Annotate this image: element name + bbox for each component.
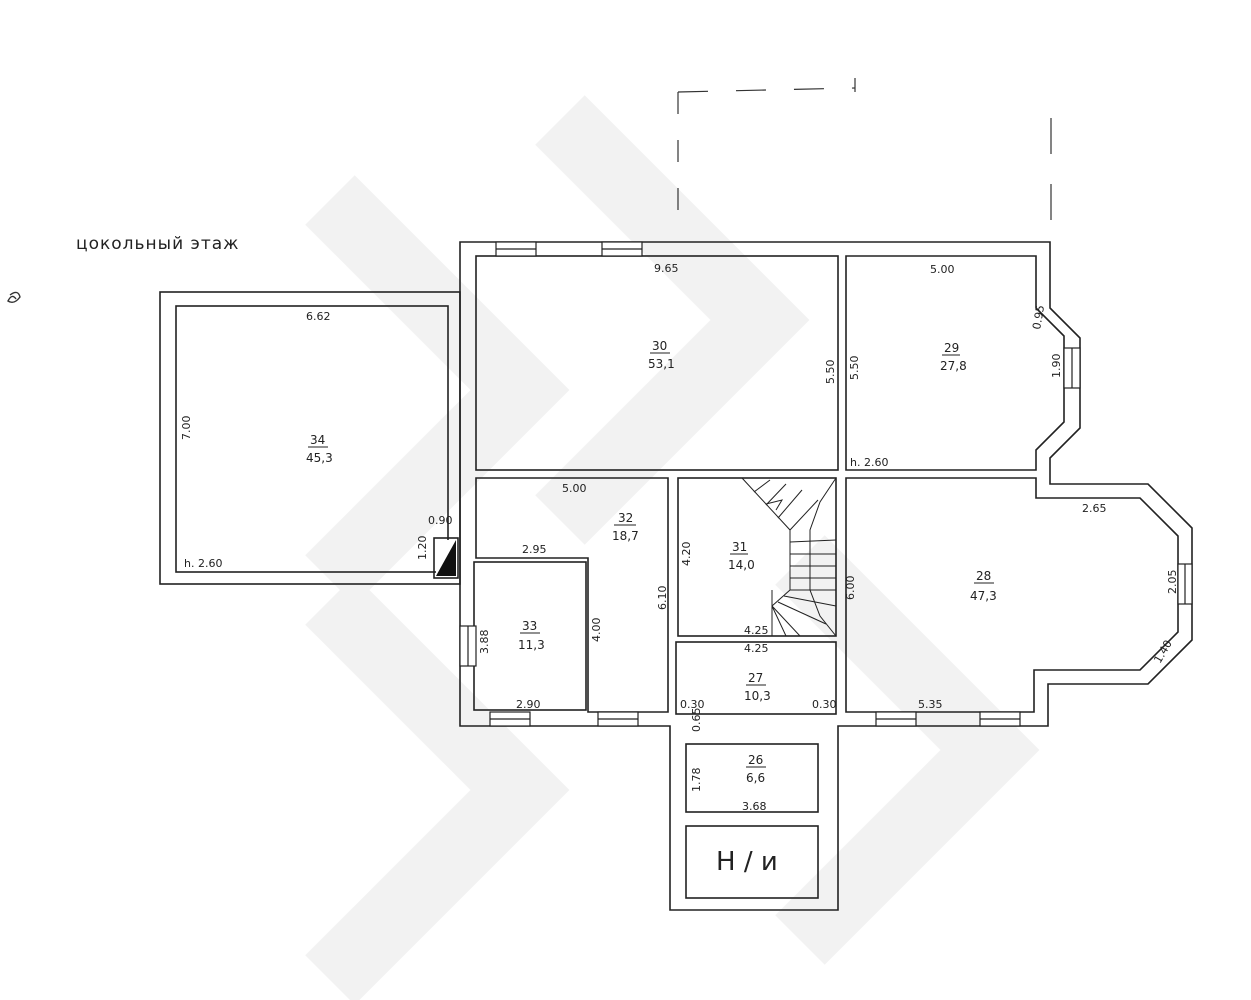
walls — [159, 241, 1193, 911]
dim-6-10: 6.10 — [656, 586, 669, 611]
room-27-area: 10,3 — [744, 689, 771, 703]
dim-2-95: 2.95 — [522, 543, 547, 556]
windows — [459, 241, 1193, 727]
dim-1-20: 1.20 — [416, 536, 429, 561]
dimension-labels: 9.65 5.00 0.95 5.50 5.50 1.90 6.62 7.00 … — [180, 262, 1179, 813]
dim-2-05: 2.05 — [1166, 570, 1179, 595]
room-28-wall — [845, 477, 1179, 713]
room-32-area: 18,7 — [612, 529, 639, 543]
dim-1-90: 1.90 — [1050, 354, 1063, 379]
dim-3-68: 3.68 — [742, 800, 767, 813]
room-27-number: 27 — [748, 671, 763, 685]
floor-title: цокольный этаж — [76, 234, 239, 254]
dim-6-00: 6.00 — [844, 576, 857, 601]
dim-2-65: 2.65 — [1082, 502, 1107, 515]
dim-9-65: 9.65 — [654, 262, 679, 275]
dim-5-50-left: 5.50 — [824, 360, 837, 385]
room-26-wall — [685, 743, 819, 813]
room-34-number: 34 — [310, 433, 325, 447]
dim-0-30-right: 0.30 — [812, 698, 837, 711]
room-28-area: 47,3 — [970, 589, 997, 603]
room-29-number: 29 — [944, 341, 959, 355]
utility-room-wall — [685, 825, 819, 899]
room-34-area: 45,3 — [306, 451, 333, 465]
dim-h-2-60-left: h. 2.60 — [184, 557, 222, 570]
room-27-wall — [675, 641, 837, 715]
room-33-area: 11,3 — [518, 638, 545, 652]
room-31-area: 14,0 — [728, 558, 755, 572]
room-31-wall — [677, 477, 837, 637]
dim-6-62: 6.62 — [306, 310, 331, 323]
shaft-wall — [433, 537, 459, 579]
room-30-wall — [475, 255, 839, 471]
dim-2-90: 2.90 — [516, 698, 541, 711]
dim-5-50-right: 5.50 — [848, 356, 861, 381]
dim-h-2-60-mid: h. 2.60 — [850, 456, 888, 469]
dim-4-20: 4.20 — [680, 542, 693, 567]
dim-0-90: 0.90 — [428, 514, 453, 527]
dim-5-00-top: 5.00 — [930, 263, 955, 276]
garage-inner-wall — [175, 305, 449, 573]
room-33-number: 33 — [522, 619, 537, 633]
room-29-wall — [845, 255, 1065, 471]
dim-5-35: 5.35 — [918, 698, 943, 711]
dashed-outline — [677, 78, 1052, 240]
room-labels: 30 53,1 29 27,8 34 45,3 32 18,7 31 14,0 … — [306, 339, 997, 877]
dim-4-25-a: 4.25 — [744, 624, 769, 637]
utility-label: Н / и — [716, 847, 778, 877]
dim-7-00: 7.00 — [180, 416, 193, 441]
dim-3-88: 3.88 — [478, 630, 491, 655]
watermark — [305, 95, 1040, 1000]
staircase — [741, 477, 837, 637]
dim-0-95: 0.95 — [1030, 304, 1047, 330]
dim-4-25-b: 4.25 — [744, 642, 769, 655]
room-31-number: 31 — [732, 540, 747, 554]
room-30-area: 53,1 — [648, 357, 675, 371]
scribble-mark — [7, 291, 21, 304]
shaft-triangle — [436, 540, 456, 576]
room-29-area: 27,8 — [940, 359, 967, 373]
dim-1-78: 1.78 — [690, 768, 703, 793]
room-32-wall — [475, 477, 669, 713]
room-32-number: 32 — [618, 511, 633, 525]
dim-4-00: 4.00 — [590, 618, 603, 643]
dim-0-65: 0.65 — [690, 708, 703, 733]
room-26-area: 6,6 — [746, 771, 765, 785]
main-outer-wall — [459, 241, 1193, 911]
dim-5-00-mid: 5.00 — [562, 482, 587, 495]
room-26-number: 26 — [748, 753, 763, 767]
room-28-number: 28 — [976, 569, 991, 583]
room-30-number: 30 — [652, 339, 667, 353]
dim-0-30-left: 0.30 — [680, 698, 705, 711]
